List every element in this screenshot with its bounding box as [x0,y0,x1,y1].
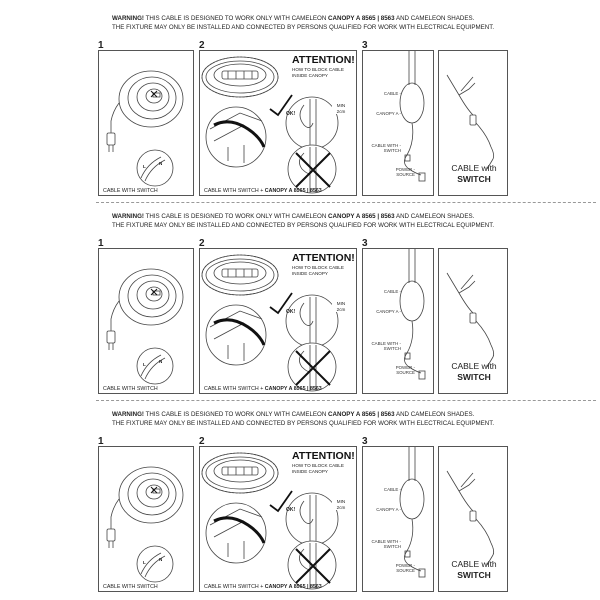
step-1-number: 1 [98,40,104,51]
step-2-caption: CABLE WITH SWITCH + CANOPY A 8565 | 8563 [204,386,322,392]
step-2-number: 2 [199,40,205,51]
section-divider [96,202,596,203]
step-1-panel: L N CABLE WITH SWITCH [98,446,194,592]
warning-text: WARNING! THIS CABLE IS DESIGNED TO WORK … [112,213,495,229]
label-power-source: POWER -SOURCE [395,563,415,574]
installation-diagram [399,447,426,578]
label-canopy: CANOPY A - [376,507,401,512]
canopy-assembly-illustration [201,254,339,392]
step-3-number: 3 [362,238,368,249]
warning-text: WARNING! THIS CABLE IS DESIGNED TO WORK … [112,411,495,427]
wire-n-label: N [159,161,163,166]
attention-heading: ATTENTION! [292,54,355,66]
label-canopy: CANOPY A - [376,111,401,116]
attention-heading: ATTENTION! [292,252,355,264]
wire-l-label: L [143,362,146,367]
step-3-panel: CABLE - CANOPY A - CABLE WITH -SWITCH PO… [362,248,434,394]
coiled-cable-illustration [106,268,184,385]
step-1-number: 1 [98,238,104,249]
coiled-cable-illustration [106,466,184,583]
ok-label: OK! [286,111,296,117]
step-3-panel: CABLE - CANOPY A - CABLE WITH -SWITCH PO… [362,50,434,196]
ok-label: OK! [286,507,296,513]
step-2-caption: CABLE WITH SWITCH + CANOPY A 8565 | 8563 [204,188,322,194]
step-2-caption: CABLE WITH SWITCH + CANOPY A 8565 | 8563 [204,584,322,590]
installation-diagram [399,51,426,182]
instruction-section: WARNING! THIS CABLE IS DESIGNED TO WORK … [0,8,600,198]
coiled-cable-illustration [106,70,184,187]
label-power-source: POWER -SOURCE [395,365,415,376]
wire-l-label: L [143,560,146,565]
step-3-number: 3 [362,40,368,51]
step-1-panel: L N CABLE WITH SWITCH [98,248,194,394]
step-1-caption: CABLE WITH SWITCH [103,584,158,590]
step-2-number: 2 [199,436,205,447]
step-3-number: 3 [362,436,368,447]
section-divider [96,400,596,401]
wire-l-label: L [143,164,146,169]
attention-heading: ATTENTION! [292,450,355,462]
step-3-panel: CABLE - CANOPY A - CABLE WITH -SWITCH PO… [362,446,434,592]
canopy-assembly-illustration [201,452,339,590]
label-cable-with-switch: CABLE WITH -SWITCH [371,143,401,154]
instruction-section: WARNING! THIS CABLE IS DESIGNED TO WORK … [0,206,600,396]
step-2-number: 2 [199,238,205,249]
canopy-assembly-illustration [201,56,339,194]
step-1-caption: CABLE WITH SWITCH [103,188,158,194]
label-cable-with-switch: CABLE WITH -SWITCH [371,539,401,550]
cable-with-switch-illustration [446,272,495,368]
wire-n-label: N [159,557,163,562]
label-cable: CABLE - [383,91,401,96]
ok-label: OK! [286,309,296,315]
wire-n-label: N [159,359,163,364]
installation-diagram [399,249,426,380]
label-cable: CABLE - [383,487,401,492]
step-1-panel: L N CABLE WITH SWITCH [98,50,194,196]
label-power-source: POWER -SOURCE [395,167,415,178]
cable-with-switch-illustration [446,74,495,170]
instruction-section: WARNING! THIS CABLE IS DESIGNED TO WORK … [0,404,600,594]
step-1-caption: CABLE WITH SWITCH [103,386,158,392]
warning-text: WARNING! THIS CABLE IS DESIGNED TO WORK … [112,15,495,31]
cable-with-switch-illustration [446,470,495,566]
label-cable: CABLE - [383,289,401,294]
label-cable-with-switch: CABLE WITH -SWITCH [371,341,401,352]
label-canopy: CANOPY A - [376,309,401,314]
step-1-number: 1 [98,436,104,447]
